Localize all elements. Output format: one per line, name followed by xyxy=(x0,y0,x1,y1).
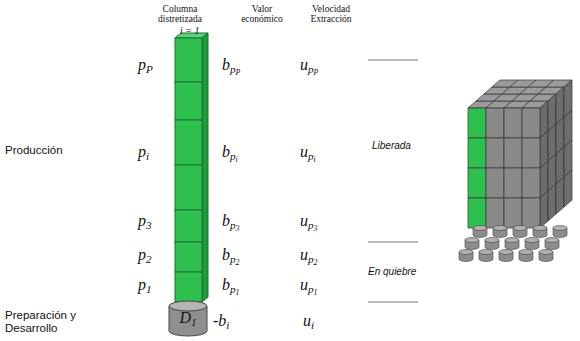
value-label: bpi xyxy=(222,143,238,164)
column-header: Columna distretizada xyxy=(150,4,210,25)
rate-label: up1 xyxy=(300,276,318,297)
state-label: En quiebre xyxy=(368,266,416,277)
node-text: D1 xyxy=(176,309,200,328)
drawpoint-cylinder: D1 xyxy=(168,300,208,337)
rate-label: upP xyxy=(300,56,318,77)
value-label: bp1 xyxy=(222,276,240,297)
state-label: Liberada xyxy=(372,140,411,151)
cell-label: p3 xyxy=(138,212,152,231)
value-label: bp2 xyxy=(222,246,240,267)
column-header: Valor económico xyxy=(232,4,292,25)
rate-label: up2 xyxy=(300,246,318,267)
value-label: bpP xyxy=(222,56,240,77)
cell-label: pP xyxy=(138,56,153,75)
cell-label: pi xyxy=(138,143,149,162)
green-column xyxy=(175,33,208,302)
zone-label: Producción xyxy=(5,144,63,157)
zone-lines xyxy=(368,60,418,302)
block-model-cube xyxy=(468,80,572,228)
drawpoint-cylinders xyxy=(459,226,567,262)
index-label: i = 1 xyxy=(180,25,200,36)
cell-label: p1 xyxy=(138,276,152,295)
rate-label: ui xyxy=(303,312,314,331)
rate-label: up3 xyxy=(300,212,318,233)
value-label: bp3 xyxy=(222,212,240,233)
rate-label: upi xyxy=(300,143,316,164)
column-header: Velocidad Extracción xyxy=(300,4,362,25)
zone-label: Preparación y Desarrollo xyxy=(5,309,85,334)
value-label: -bi xyxy=(213,312,229,331)
cell-label: p2 xyxy=(138,246,152,265)
